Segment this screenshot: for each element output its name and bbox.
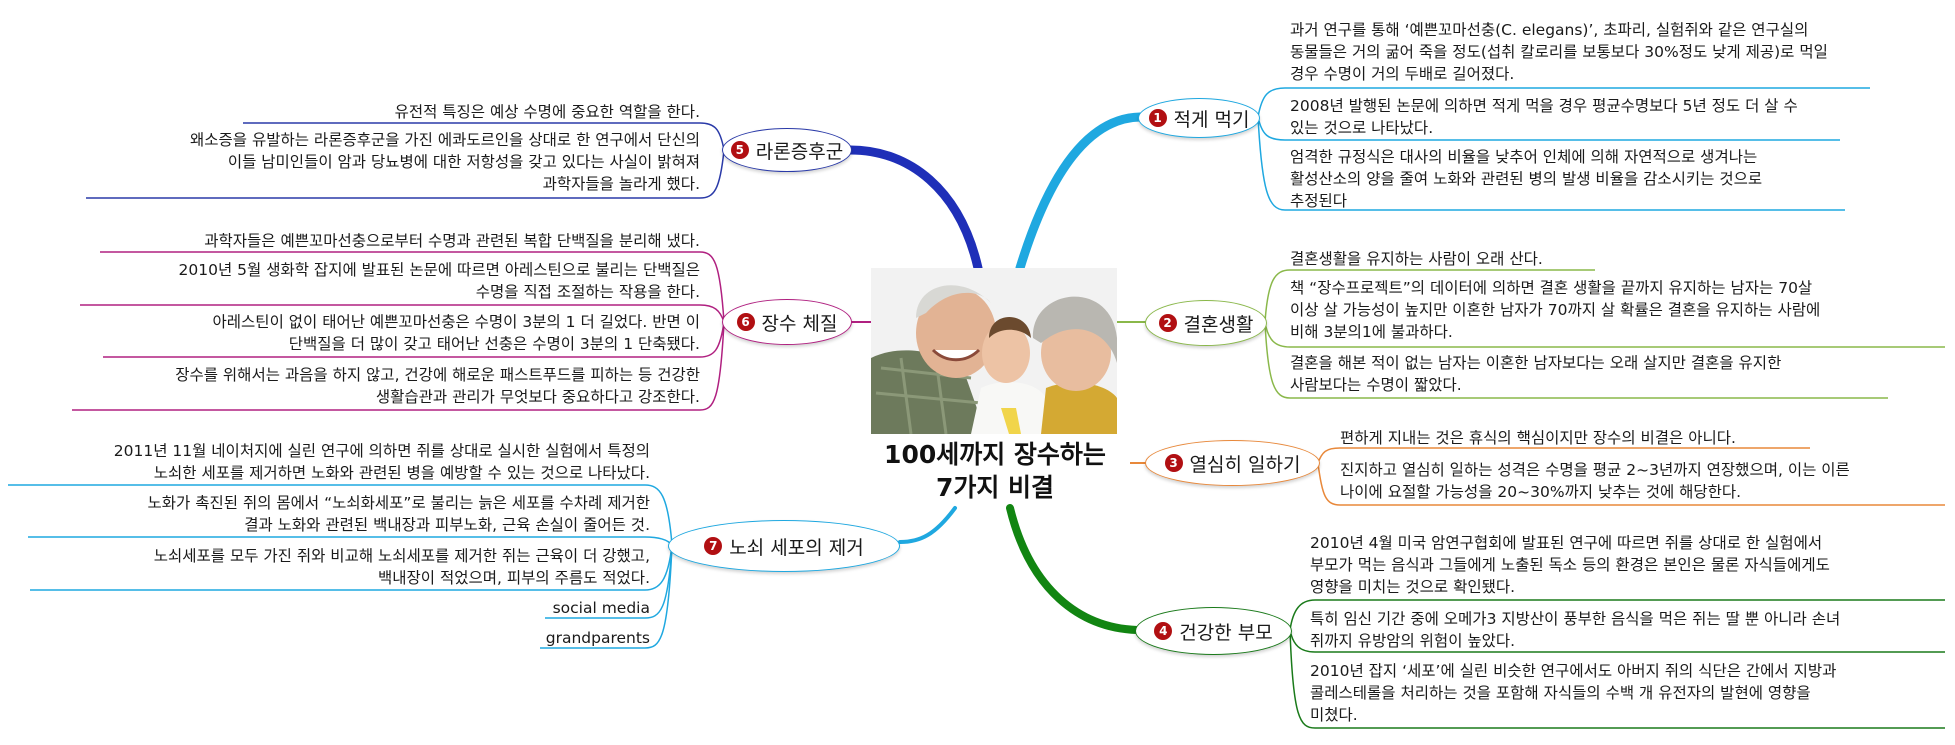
grandparents-photo-icon <box>871 268 1117 434</box>
leaf-7-1[interactable]: 2011년 11월 네이처지에 실린 연구에 의하면 쥐를 상대로 실시한 실험… <box>113 442 650 482</box>
leaf-5-1[interactable]: 유전적 특징은 예상 수명에 중요한 역할을 한다. <box>394 103 700 121</box>
topic-node-6-longevity-constitution[interactable]: 6 장수 체질 <box>722 299 852 345</box>
leaf-1-3[interactable]: 엄격한 규정식은 대사의 비율을 낮추어 인체에 의해 자연적으로 생겨나는 활… <box>1290 148 1763 210</box>
topic-label: 장수 체질 <box>761 312 838 335</box>
topic-node-3-work-hard[interactable]: 3 열심히 일하기 <box>1145 440 1320 486</box>
leaf-4-3[interactable]: 2010년 잡지 ‘세포’에 실린 비슷한 연구에서도 아버지 쥐의 식단은 간… <box>1310 662 1837 724</box>
leaf-2-3[interactable]: 결혼을 해본 적이 없는 남자는 이혼한 남자보다는 오래 살지만 결혼을 유지… <box>1290 354 1782 394</box>
leaf-7-2[interactable]: 노화가 촉진된 쥐의 몸에서 “노쇠화세포”로 불리는 늙은 세포를 수차례 제… <box>147 494 650 534</box>
topic-label: 건강한 부모 <box>1179 621 1273 644</box>
number-badge-icon: 2 <box>1158 314 1177 332</box>
branch-5-line <box>845 145 983 273</box>
central-photo <box>871 268 1117 434</box>
leaf-2-1[interactable]: 결혼생활을 유지하는 사람이 오래 산다. <box>1290 250 1543 268</box>
branch-1-line <box>1015 112 1145 273</box>
leaf-7-5-grandparents[interactable]: grandparents <box>545 629 650 647</box>
topic-node-1-eat-less[interactable]: 1 적게 먹기 <box>1138 98 1260 138</box>
topic-node-4-healthy-parents[interactable]: 4 건강한 부모 <box>1135 607 1292 655</box>
title-line-2: 7가지 비결 <box>935 473 1055 502</box>
branch-7-line <box>898 506 957 544</box>
topic-label: 라론증후군 <box>755 140 844 163</box>
topic-label: 적게 먹기 <box>1173 108 1250 131</box>
number-badge-icon: 6 <box>736 313 755 331</box>
leaf-3-2[interactable]: 진지하고 열심히 일하는 성격은 수명을 평균 2~3년까지 연장했으며, 이는… <box>1340 461 1850 501</box>
leaf-6-4[interactable]: 장수를 위해서는 과음을 하지 않고, 건강에 해로운 패스트푸드를 피하는 등… <box>175 366 700 406</box>
leaf-7-4-social-media[interactable]: social media <box>552 599 650 617</box>
leaf-4-1[interactable]: 2010년 4월 미국 암연구협회에 발표된 연구에 따르면 쥐를 상대로 한 … <box>1310 534 1830 596</box>
leaf-5-2[interactable]: 왜소증을 유발하는 라론증후군을 가진 에콰도르인을 상대로 한 연구에서 단신… <box>190 131 700 193</box>
leaf-6-2[interactable]: 2010년 5월 생화학 잡지에 발표된 논문에 따르면 아레스틴으로 불리는 … <box>178 261 700 301</box>
number-badge-icon: 1 <box>1148 109 1167 127</box>
leaf-2-2[interactable]: 책 “장수프로젝트”의 데이터에 의하면 결혼 생활을 끝까지 유지하는 남자는… <box>1290 279 1821 341</box>
topic-node-2-marriage[interactable]: 2 결혼생활 <box>1145 300 1267 346</box>
topic-node-7-senescent-cell-removal[interactable]: 7 노쇠 세포의 제거 <box>668 520 900 572</box>
number-badge-icon: 3 <box>1164 454 1183 472</box>
branch-4-line <box>1006 504 1141 634</box>
leaf-1-1[interactable]: 과거 연구를 통해 ‘예쁜꼬마선충(C. elegans)’, 초파리, 실험쥐… <box>1290 21 1828 83</box>
topic-label: 노쇠 세포의 제거 <box>729 536 864 559</box>
number-badge-icon: 5 <box>730 141 749 159</box>
central-topic-title[interactable]: 100세까지 장수하는 7가지 비결 <box>860 438 1130 504</box>
topic-label: 열심히 일하기 <box>1189 453 1301 476</box>
number-badge-icon: 4 <box>1154 622 1173 640</box>
number-badge-icon: 7 <box>704 537 723 555</box>
leaf-6-1[interactable]: 과학자들은 예쁜꼬마선충으로부터 수명과 관련된 복합 단백질을 분리해 냈다. <box>204 232 700 250</box>
title-line-1: 100세까지 장수하는 <box>884 440 1106 469</box>
leaf-6-3[interactable]: 아레스틴이 없이 태어난 예쁜꼬마선충은 수명이 3분의 1 더 길었다. 반면… <box>212 313 700 353</box>
leaf-7-3[interactable]: 노쇠세포를 모두 가진 쥐와 비교해 노쇠세포를 제거한 쥐는 근육이 더 강했… <box>153 547 650 587</box>
leaf-3-1[interactable]: 편하게 지내는 것은 휴식의 핵심이지만 장수의 비결은 아니다. <box>1340 429 1736 447</box>
topic-label: 결혼생활 <box>1183 313 1254 336</box>
topic-node-5-laron-syndrome[interactable]: 5 라론증후군 <box>722 128 852 172</box>
leaf-1-2[interactable]: 2008년 발행된 논문에 의하면 적게 먹을 경우 평균수명보다 5년 정도 … <box>1290 97 1798 137</box>
leaf-4-2[interactable]: 특히 임신 기간 중에 오메가3 지방산이 풍부한 음식을 먹은 쥐는 딸 뿐 … <box>1310 610 1841 650</box>
